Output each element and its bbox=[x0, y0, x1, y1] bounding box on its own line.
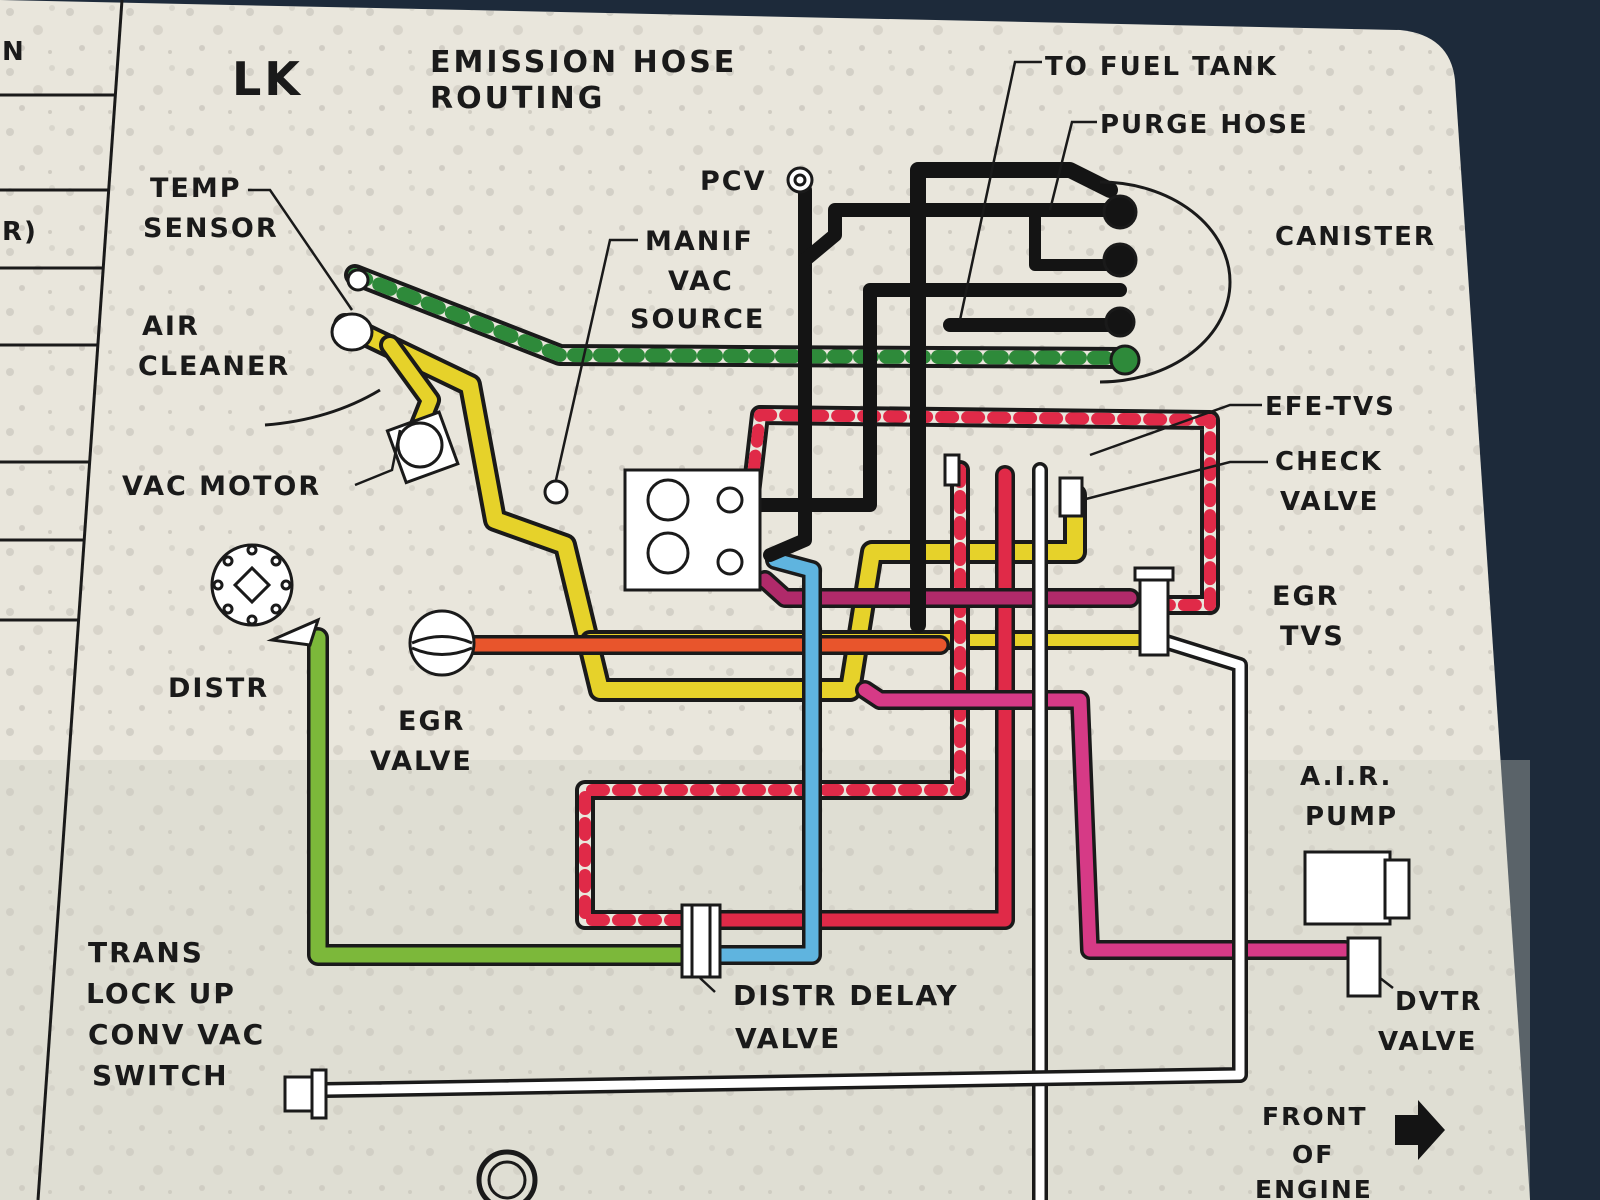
leader-lines bbox=[248, 60, 1394, 993]
left-edge-text-1: N bbox=[2, 37, 26, 67]
egr-valve-label-1: EGR bbox=[398, 706, 465, 737]
egr-tvs-label-1: EGR bbox=[1272, 581, 1339, 612]
vac-motor-icon bbox=[385, 410, 460, 485]
left-edge-text-2: R) bbox=[2, 217, 38, 247]
purge-hose-label: PURGE HOSE bbox=[1100, 110, 1309, 140]
air-cleaner-icon bbox=[264, 268, 381, 427]
manif-vac-label-1: MANIF bbox=[645, 226, 754, 257]
vac-motor-label: VAC MOTOR bbox=[122, 471, 321, 502]
air-pump-icon bbox=[1303, 850, 1411, 926]
air-pump-label-2: PUMP bbox=[1305, 802, 1398, 832]
left-table-edge bbox=[0, 0, 124, 1200]
carburetor-icon bbox=[623, 468, 762, 592]
air-pump-label-1: A.I.R. bbox=[1300, 762, 1392, 792]
pcv-icon bbox=[786, 166, 814, 194]
manif-vac-node-icon bbox=[543, 479, 569, 505]
trans-switch-label-4: SWITCH bbox=[92, 1059, 229, 1092]
hose-pink bbox=[755, 570, 1355, 960]
distributor-icon bbox=[210, 543, 321, 647]
hose-green-canister bbox=[344, 264, 1136, 369]
distr-label: DISTR bbox=[168, 673, 269, 704]
left-edge-fragments: N R) bbox=[2, 37, 38, 247]
front-engine-label-1: FRONT bbox=[1262, 1102, 1368, 1131]
distr-delay-label-2: VALVE bbox=[735, 1022, 841, 1055]
egr-tvs-label-2: TVS bbox=[1280, 621, 1345, 652]
dvtr-valve-icon bbox=[1346, 936, 1382, 998]
canister-icon bbox=[1099, 180, 1232, 384]
to-fuel-tank-label: TO FUEL TANK bbox=[1045, 52, 1278, 82]
canister-label: CANISTER bbox=[1275, 222, 1436, 252]
efe-tvs-label: EFE-TVS bbox=[1265, 392, 1396, 422]
air-cleaner-label-1: AIR bbox=[142, 311, 200, 342]
trans-switch-label-3: CONV VAC bbox=[88, 1018, 265, 1051]
temp-sensor-label-1: TEMP bbox=[150, 173, 242, 204]
hose-white bbox=[317, 462, 1248, 1200]
manif-vac-label-3: SOURCE bbox=[630, 304, 765, 335]
trans-switch-label-2: LOCK UP bbox=[86, 977, 236, 1010]
air-cleaner-label-2: CLEANER bbox=[138, 351, 290, 382]
egr-valve-label-2: VALVE bbox=[370, 746, 473, 777]
front-engine-label-3: ENGINE bbox=[1255, 1175, 1373, 1200]
trans-switch-label-1: TRANS bbox=[88, 936, 204, 969]
distr-delay-label-1: DISTR DELAY bbox=[733, 979, 959, 1012]
trans-switch-icon bbox=[283, 1068, 328, 1120]
hose-blue bbox=[710, 550, 822, 965]
engine-code: LK bbox=[232, 52, 303, 106]
check-valve-label-1: CHECK bbox=[1275, 447, 1383, 477]
check-valve-label-2: VALVE bbox=[1280, 487, 1379, 517]
egr-tvs-icon bbox=[1133, 566, 1175, 657]
front-engine-label-2: OF bbox=[1292, 1140, 1334, 1169]
efe-tvs-icon bbox=[943, 453, 961, 487]
hose-green-distr bbox=[307, 627, 691, 966]
diagram-title-line-2: ROUTING bbox=[430, 81, 605, 116]
dvtr-valve-label-2: VALVE bbox=[1378, 1027, 1477, 1057]
dvtr-valve-label-1: DVTR bbox=[1395, 987, 1482, 1017]
egr-valve-icon bbox=[408, 609, 476, 677]
hose-red-dashed-efe bbox=[575, 405, 1220, 930]
bottom-ring-icon bbox=[476, 1149, 538, 1200]
temp-sensor-label-2: SENSOR bbox=[143, 213, 279, 244]
check-valve-icon bbox=[1058, 476, 1084, 518]
distr-delay-valve-icon bbox=[680, 903, 722, 979]
diagram-title-line-1: EMISSION HOSE bbox=[430, 45, 737, 80]
front-arrow-icon bbox=[1395, 1100, 1445, 1160]
manif-vac-label-2: VAC bbox=[668, 266, 734, 297]
pcv-label: PCV bbox=[700, 166, 767, 197]
